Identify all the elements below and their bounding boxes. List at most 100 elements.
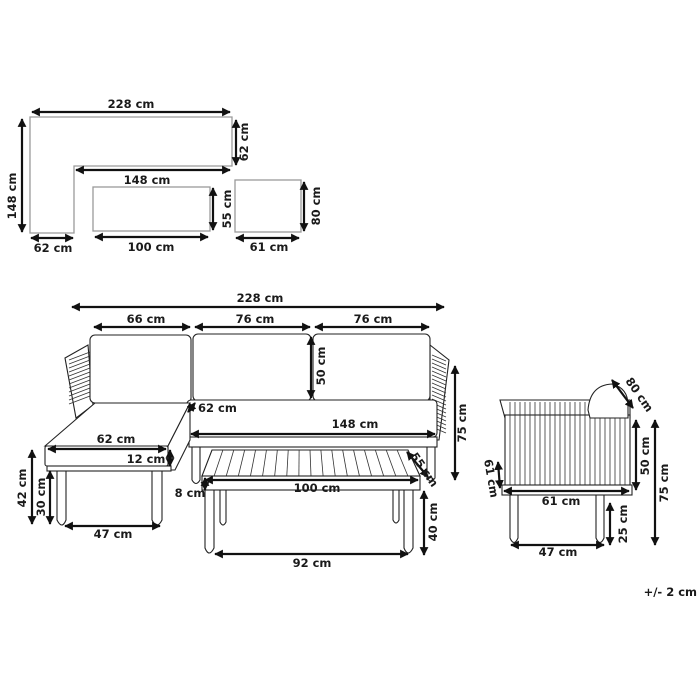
dim-label: 66 cm	[127, 312, 166, 326]
rope-strand	[68, 355, 91, 365]
dim-label: 100 cm	[128, 240, 175, 254]
rope-strand	[68, 367, 91, 377]
table-slat	[250, 449, 256, 477]
dim-label: 228 cm	[108, 97, 155, 111]
dim-label: 61 cm	[250, 240, 289, 254]
dim-arrow	[494, 461, 504, 489]
rope-strand	[431, 378, 447, 386]
dim-label: 25 cm	[616, 505, 630, 544]
chair-body	[504, 414, 631, 494]
rope-strand	[431, 358, 447, 366]
dim-arrow	[611, 379, 634, 409]
dim-label: 55 cm	[220, 190, 234, 229]
table-slat	[320, 449, 324, 477]
rope-strand	[431, 366, 447, 374]
back-cushion-left	[89, 334, 192, 404]
table-slat	[286, 449, 289, 477]
dim-label: 61 cm	[481, 458, 502, 499]
rope-strand	[68, 383, 91, 393]
table-slat	[262, 449, 267, 477]
dim-label: 47 cm	[539, 545, 578, 559]
table-slat	[374, 449, 385, 477]
dim-label: 62 cm	[237, 123, 251, 162]
plan-corner-sofa	[29, 116, 233, 234]
dim-label: 62 cm	[97, 432, 136, 446]
front-view-armchair: 80 cm 61 cm 61 cm 50 cm 75 cm 25 cm 47 c…	[481, 375, 671, 559]
rope-strand	[68, 371, 91, 381]
dim-label: 62 cm	[198, 401, 237, 415]
rope-strand	[68, 391, 91, 401]
dim-label: 50 cm	[314, 347, 328, 386]
dim-label: 75 cm	[657, 464, 671, 503]
rope-strand	[431, 386, 447, 394]
back-cushion-middle	[192, 333, 312, 402]
dim-label: 42 cm	[15, 469, 29, 508]
chair-back-cushion	[587, 383, 629, 419]
dim-label: 12 cm	[127, 452, 166, 466]
dim-label: 75 cm	[455, 404, 469, 443]
dim-label: 148 cm	[5, 173, 19, 220]
table-slat	[364, 449, 372, 477]
rope-strand	[431, 370, 447, 378]
plan-view: 228 cm 62 cm 148 cm 148 cm 62 cm 55 cm 1…	[5, 97, 323, 255]
dim-label: 50 cm	[638, 437, 652, 476]
dim-label: 30 cm	[34, 478, 48, 517]
plan-armchair	[234, 179, 302, 233]
table-slat	[353, 449, 360, 477]
dim-label: 148 cm	[332, 417, 379, 431]
table-slat	[396, 449, 409, 477]
rope-strand	[431, 374, 447, 382]
dim-label: 228 cm	[237, 291, 284, 305]
rope-strand	[431, 362, 447, 370]
armrest-rope-pattern	[68, 351, 91, 405]
dim-label: 61 cm	[542, 494, 581, 508]
table-leg	[204, 490, 215, 554]
chair-leg	[509, 495, 519, 544]
dim-label: 76 cm	[236, 312, 275, 326]
rope-strand	[68, 395, 91, 405]
rope-strand	[431, 354, 447, 362]
dim-label: 62 cm	[34, 241, 73, 255]
chair-leg	[595, 495, 605, 544]
dim-arrow	[406, 451, 429, 478]
front-view-sofa: 228 cm 66 cm 76 cm 76 cm 50 cm 62 cm 148…	[15, 291, 469, 541]
table-slat	[385, 449, 397, 477]
rope-strand	[431, 394, 447, 402]
table-slat	[213, 449, 224, 477]
table-slat	[237, 449, 246, 477]
rope-strand	[68, 363, 91, 373]
table-slat	[225, 449, 235, 477]
rope-strand	[431, 382, 447, 390]
dim-arrow	[186, 402, 197, 413]
dim-label: 76 cm	[354, 312, 393, 326]
table-slat	[274, 449, 278, 477]
dim-label: 47 cm	[94, 527, 133, 541]
chaise-frame	[46, 465, 172, 472]
dim-label: 8 cm	[175, 486, 206, 500]
rope-strand	[431, 390, 447, 398]
table-leg	[392, 490, 400, 524]
dim-label: 80 cm	[309, 187, 323, 226]
rope-strand	[68, 387, 91, 397]
rope-strand	[68, 351, 91, 361]
table-slat	[331, 449, 336, 477]
dim-label: 148 cm	[124, 173, 171, 187]
table-leg	[403, 490, 414, 554]
main-seat-frame	[188, 436, 438, 448]
tolerance-note: +/- 2 cm	[644, 585, 697, 599]
dim-label: 100 cm	[294, 481, 341, 495]
dim-label: 92 cm	[293, 556, 332, 570]
table-leg	[219, 490, 227, 526]
table-slat	[342, 449, 348, 477]
rope-strand	[68, 379, 91, 389]
table-slat-lines	[213, 449, 409, 477]
plan-table	[92, 186, 211, 232]
table-slat	[309, 449, 312, 477]
back-cushion-right	[312, 333, 431, 402]
rope-strand	[68, 359, 91, 369]
dim-label: 40 cm	[426, 503, 440, 542]
front-view-table: 55 cm 100 cm 8 cm 40 cm 92 cm	[175, 449, 441, 570]
rope-strand	[68, 375, 91, 385]
